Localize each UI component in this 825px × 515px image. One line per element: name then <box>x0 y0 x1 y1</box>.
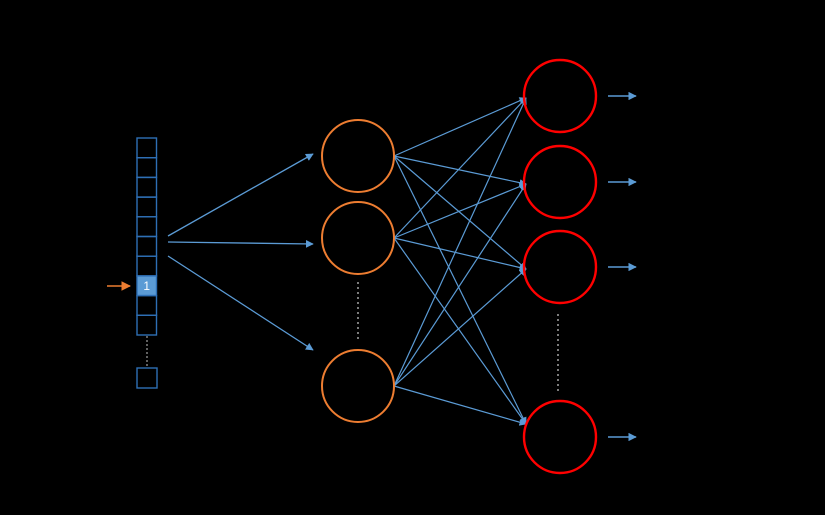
input-cell <box>136 294 158 317</box>
hidden-to-output-connections <box>393 97 527 426</box>
hidden-output-connection <box>393 155 527 187</box>
output-node <box>522 399 598 475</box>
input-to-hidden-connections <box>167 153 314 351</box>
hidden-node <box>321 201 395 275</box>
hidden-output-connection <box>393 97 527 157</box>
input-cell <box>136 235 158 257</box>
input-cell-last <box>136 367 158 389</box>
hidden-output-connection <box>393 237 527 272</box>
hidden-node <box>321 349 395 423</box>
input-vector: 1 <box>136 137 158 389</box>
input-cell <box>136 314 158 336</box>
output-arrows <box>608 91 637 442</box>
hidden-output-connection <box>393 268 527 387</box>
hidden-output-connection <box>393 237 527 425</box>
input-cell <box>136 196 158 218</box>
input-cell <box>136 216 158 238</box>
input-cell <box>136 137 158 159</box>
input-hidden-connection <box>167 255 314 351</box>
hidden-output-connection <box>393 385 527 426</box>
output-node <box>522 144 598 220</box>
input-cell <box>136 176 158 198</box>
output-node <box>522 58 598 134</box>
input-cell <box>136 156 158 179</box>
hidden-node <box>321 119 395 193</box>
hidden-output-connection <box>393 97 527 387</box>
hidden-layer <box>321 119 395 423</box>
active-cell-label: 1 <box>143 279 150 293</box>
output-layer <box>522 58 598 475</box>
input-hidden-connection <box>167 240 314 248</box>
input-cell <box>136 255 158 277</box>
input-hidden-connection <box>167 153 314 237</box>
hidden-output-connection <box>393 155 527 270</box>
hidden-output-connection <box>393 97 527 239</box>
hidden-output-connection <box>393 183 527 387</box>
hidden-output-connection <box>393 183 527 239</box>
output-node <box>522 229 598 305</box>
hidden-output-connection <box>393 155 527 425</box>
